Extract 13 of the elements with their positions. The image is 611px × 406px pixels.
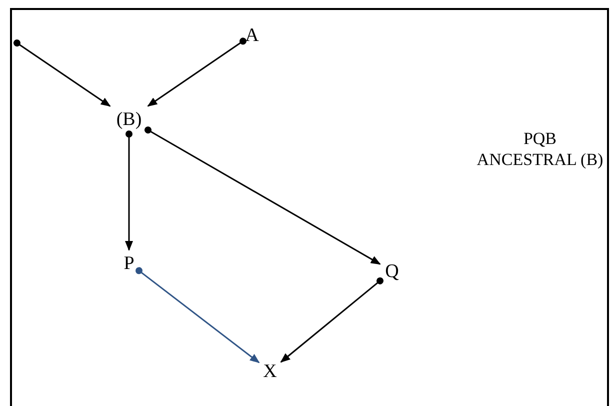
arrow [144, 126, 381, 265]
arrow [136, 267, 260, 364]
arrow [125, 130, 133, 251]
arrow [14, 40, 111, 107]
node-label: X [259, 358, 281, 384]
node-label: Q [380, 258, 404, 284]
node-label: (B) [110, 104, 148, 134]
node-label: P [119, 250, 139, 276]
node-label: A [243, 22, 261, 48]
arrow [280, 277, 384, 363]
annotation-text: ANCESTRAL (B) [476, 149, 604, 170]
arrow [147, 38, 246, 107]
annotation-text: PQB [523, 128, 557, 150]
